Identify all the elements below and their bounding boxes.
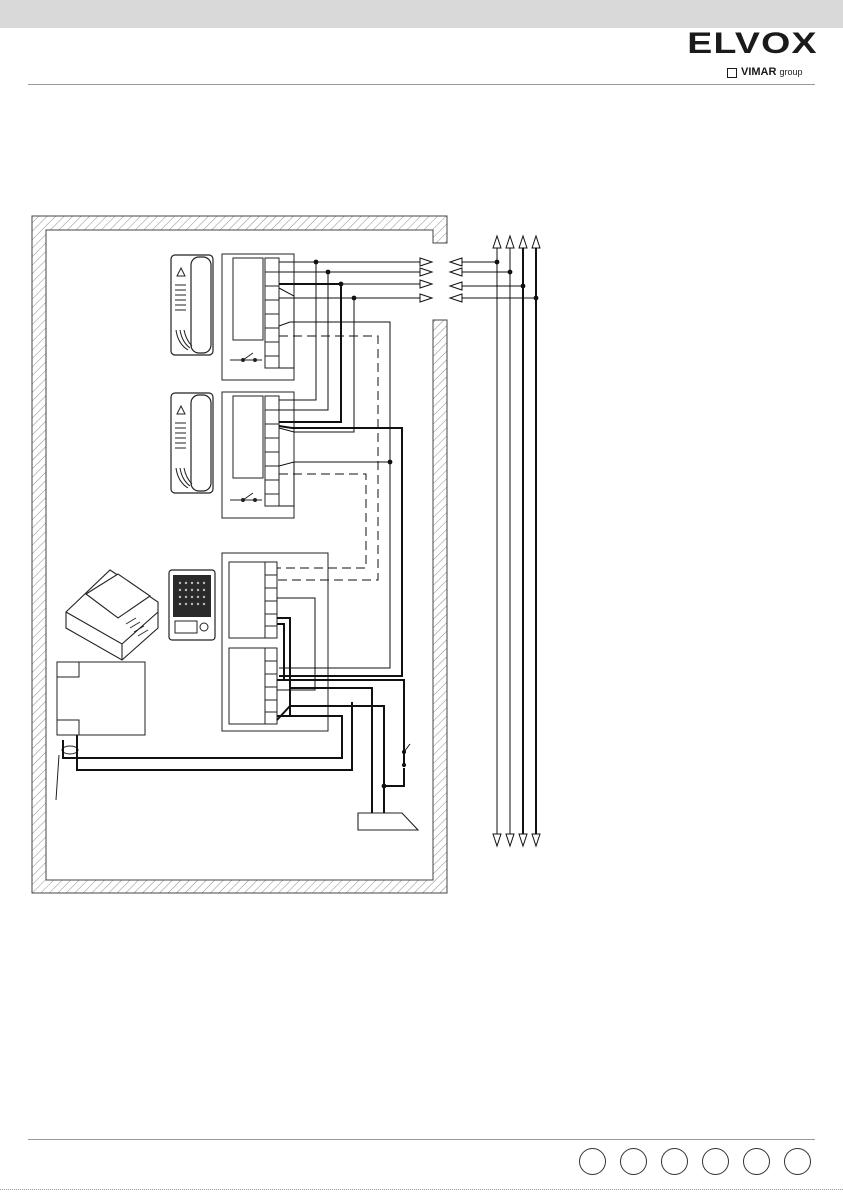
intercom-handset-2 [171,393,213,493]
language-circle[interactable] [620,1148,647,1175]
riser-arrow-heads [493,236,540,846]
language-circle[interactable] [579,1148,606,1175]
riser-arrow-heads-left [450,258,462,302]
intercom-handset-1 [171,255,213,355]
riser-connections [462,262,536,298]
footer-rule [28,1139,815,1140]
terminal-block-1 [222,254,294,380]
page-edge [0,1189,843,1190]
terminal-block-2 [222,392,294,518]
language-circle[interactable] [784,1148,811,1175]
power-supply-module [66,570,158,660]
riser-junction-dots [495,260,539,301]
language-circle[interactable] [661,1148,688,1175]
door-lock [358,813,418,830]
riser-lines [497,248,536,834]
language-selector [575,1148,815,1178]
outdoor-entrance-panel [169,570,215,640]
outgoing-arrows [420,258,432,302]
language-circle[interactable] [743,1148,770,1175]
power-supply-schematic [56,662,145,800]
language-circle[interactable] [702,1148,729,1175]
